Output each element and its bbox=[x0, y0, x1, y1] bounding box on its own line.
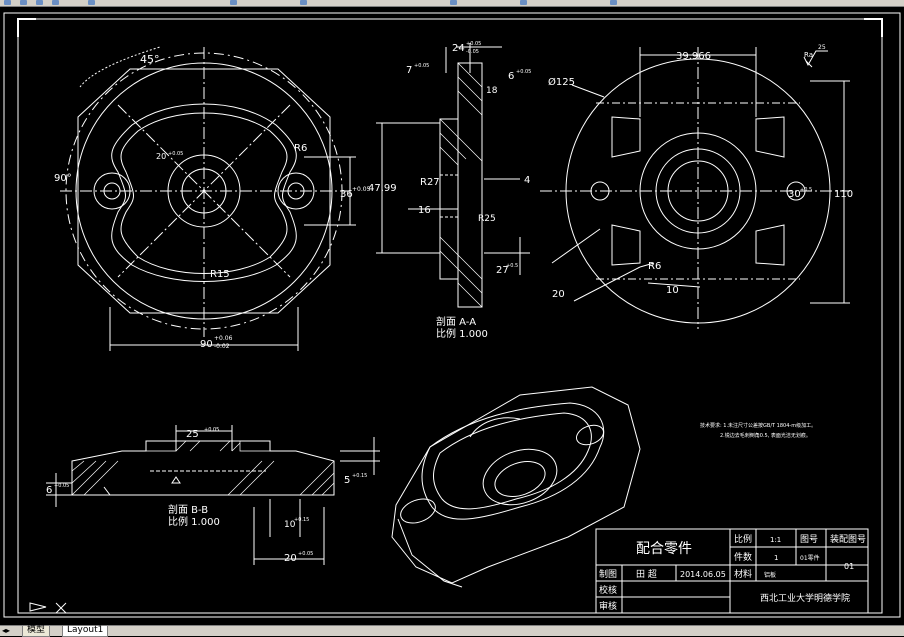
top-view bbox=[60, 46, 356, 351]
notes-line2: 2.锐边去毛刺倒角0.5, 表面光洁无划痕。 bbox=[720, 432, 811, 439]
dim-bb-5-tol: +0.15 bbox=[352, 473, 367, 479]
dim-right-r6: R6 bbox=[648, 261, 661, 272]
section-aa-scale: 比例 1.000 bbox=[436, 327, 488, 340]
section-aa-view bbox=[376, 43, 530, 308]
pan-icon[interactable] bbox=[230, 0, 237, 5]
dim-bb-5: 5 bbox=[344, 475, 350, 486]
ucs-icon bbox=[29, 602, 67, 614]
dim-aa-6: 6 bbox=[508, 71, 514, 82]
dim-bb-10: 10 bbox=[284, 520, 296, 530]
dim-aa-18: 18 bbox=[486, 86, 498, 96]
dim-bb-6: 6 bbox=[46, 485, 52, 496]
dim-aa-r27: R27 bbox=[420, 177, 440, 188]
redo-icon[interactable] bbox=[88, 0, 95, 5]
dim-bb-20: 20 bbox=[284, 553, 297, 564]
roughness-symbol: Ra bbox=[804, 51, 813, 59]
dim-bb-25-tol: +0.05 bbox=[204, 427, 219, 433]
count-value: 1 bbox=[774, 554, 778, 562]
dim-aa-7-tol: +0.05 bbox=[414, 63, 429, 69]
dim-height: 36 bbox=[340, 189, 353, 200]
dim-bb-10-tol: +0.15 bbox=[294, 517, 309, 523]
scale-value: 1:1 bbox=[770, 536, 781, 544]
title-block bbox=[595, 528, 869, 614]
tab-layout1[interactable]: Layout1 bbox=[62, 626, 109, 637]
dim-aa-24-tol-lower: -0.05 bbox=[466, 49, 479, 55]
sheet-border-outer bbox=[3, 12, 901, 618]
tab-model[interactable]: 模型 bbox=[22, 626, 51, 637]
assembly-label: 装配图号 bbox=[830, 533, 866, 545]
dim-width: 90 bbox=[200, 339, 213, 350]
sheet-border-inner bbox=[17, 18, 883, 614]
section-bb-scale: 比例 1.000 bbox=[168, 515, 220, 528]
roughness-value: 25 bbox=[818, 44, 826, 51]
dim-aa-16: 16 bbox=[418, 205, 431, 216]
check-label: 校核 bbox=[599, 584, 617, 596]
dim-angle-45: 45° bbox=[140, 53, 160, 66]
layers-icon[interactable] bbox=[520, 0, 527, 5]
print-icon[interactable] bbox=[36, 0, 43, 5]
assembly-value: 01 bbox=[844, 562, 854, 571]
dim-height-tol: +0.05 bbox=[352, 186, 371, 193]
dim-aa-24-tol-upper: +0.05 bbox=[466, 41, 481, 47]
section-bb-title: 剖面 B-B bbox=[168, 503, 208, 516]
section-aa-title: 剖面 A-A bbox=[436, 315, 476, 328]
drawing-no-value: 01零件 bbox=[800, 554, 820, 562]
dim-right-diameter: Ø125 bbox=[548, 76, 575, 88]
dim-inner-tol: +0.05 bbox=[168, 151, 183, 157]
drawn-date: 2014.06.05 bbox=[680, 570, 726, 579]
part-name: 配合零件 bbox=[636, 541, 692, 557]
open-icon[interactable] bbox=[4, 0, 11, 5]
dim-right-20: 20 bbox=[552, 289, 565, 300]
review-label: 审核 bbox=[599, 600, 617, 612]
save-icon[interactable] bbox=[20, 0, 27, 5]
match-icon[interactable] bbox=[610, 0, 617, 5]
layout-tab-bar: ◂▸ 模型 Layout1 bbox=[0, 625, 904, 637]
dim-width-tol-lower: -0.02 bbox=[214, 343, 230, 350]
dim-aa-27-tol: +0.5 bbox=[506, 263, 518, 269]
dim-right-39: 39.966 bbox=[676, 51, 711, 62]
undo-icon[interactable] bbox=[52, 0, 59, 5]
dim-angle-90: 90° bbox=[54, 173, 72, 184]
zoom-icon[interactable] bbox=[300, 0, 307, 5]
dim-aa-4: 4 bbox=[524, 175, 530, 186]
isometric-view bbox=[391, 386, 641, 588]
dim-aa-r25: R25 bbox=[478, 214, 496, 224]
dim-right-110: 110 bbox=[834, 189, 853, 200]
dim-aa-6-tol: +0.05 bbox=[516, 69, 531, 75]
dim-width-tol-upper: +0.06 bbox=[214, 335, 233, 342]
drawing-no-label: 图号 bbox=[800, 534, 818, 545]
nav-arrows-icon[interactable]: ◂▸ bbox=[2, 626, 11, 635]
scale-label: 比例 bbox=[734, 533, 752, 545]
count-label: 件数 bbox=[734, 551, 752, 563]
school-name: 西北工业大学明德学院 bbox=[760, 592, 850, 604]
dim-aa-7: 7 bbox=[406, 65, 412, 76]
material-value: 铝板 bbox=[764, 571, 776, 579]
dim-aa-27: 27 bbox=[496, 265, 509, 276]
dim-inner: 20 bbox=[156, 152, 166, 161]
dim-right-30: 30 bbox=[788, 189, 801, 200]
dim-right-10: 10 bbox=[666, 285, 679, 296]
dim-aa-24: 24 bbox=[452, 43, 465, 54]
dim-r6: R6 bbox=[294, 143, 307, 154]
drawn-name: 田 超 bbox=[636, 568, 657, 580]
notes-line1: 技术要求: 1.未注尺寸公差按GB/T 1804-m级加工。 bbox=[700, 422, 816, 429]
right-view bbox=[540, 47, 850, 329]
dim-aa-47: 47.99 bbox=[368, 183, 397, 194]
drawn-label: 制图 bbox=[599, 568, 617, 580]
material-label: 材料 bbox=[734, 568, 752, 580]
dim-bb-6-tol: +0.05 bbox=[54, 483, 69, 489]
dim-bb-25: 25 bbox=[186, 429, 199, 440]
dim-right-30-tol: +0.5 bbox=[800, 187, 812, 193]
toolbar bbox=[0, 0, 904, 7]
dim-r15: R15 bbox=[210, 269, 230, 280]
dim-bb-20-tol: +0.05 bbox=[298, 551, 313, 557]
properties-icon[interactable] bbox=[450, 0, 457, 5]
drawing-canvas[interactable]: 45° 90° R6 R15 90 +0.06 -0.02 36 +0.05 2… bbox=[0, 7, 904, 625]
section-bb-view bbox=[46, 425, 380, 565]
